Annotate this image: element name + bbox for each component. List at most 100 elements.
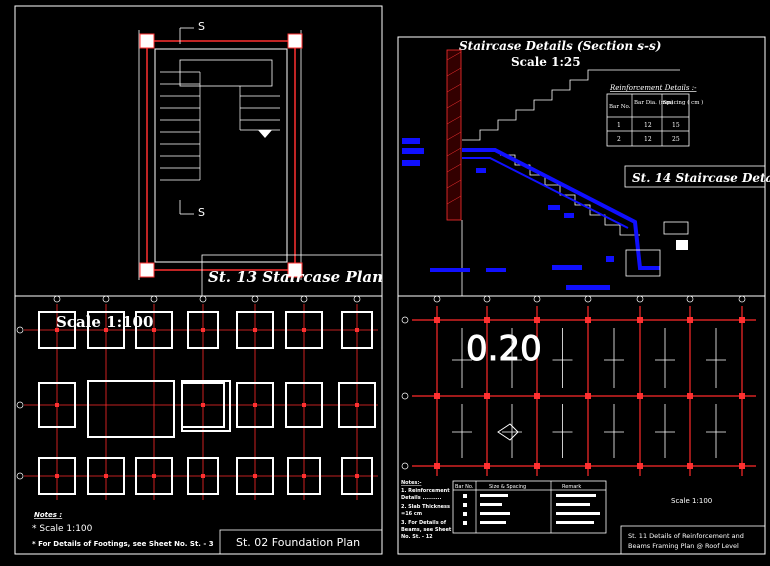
reinforcement-table: Bar No. Bar Dia. (mm) Spacing ( cm ) 1 1… (606, 93, 703, 147)
table-header-bar-no: Bar No. (609, 104, 631, 110)
column (484, 393, 490, 399)
column-stub (355, 328, 359, 332)
column-top-left (139, 33, 155, 49)
stair-treads (160, 71, 280, 181)
column (687, 393, 693, 399)
column-bottom-right (287, 262, 303, 278)
bar-schedule-table: Bar No. Size & Spacing Remark (452, 480, 607, 534)
framing-plan: 0.20 Notes:- 1. Reinforcement Details ..… (401, 295, 766, 555)
column (484, 317, 490, 323)
footing (187, 457, 219, 495)
footing (87, 311, 125, 349)
framing-note: 2. Slab Thickness (401, 504, 450, 510)
grid-bubble (353, 295, 361, 303)
footing (87, 457, 125, 495)
table-cell: 15 (672, 122, 680, 129)
schedule-header: Remark (562, 484, 581, 490)
framing-note: 3. For Details of (401, 520, 447, 526)
direction-arrow-icon (497, 423, 519, 441)
reinforcement-caption: Reinforcement Details :- (609, 84, 697, 92)
column-stub (302, 328, 306, 332)
footing (236, 311, 274, 349)
main-reinforcement-bar (462, 148, 660, 270)
framing-note: Beams, see Sheet (401, 527, 452, 533)
foundation-gridlines (24, 304, 378, 500)
plan-title-box (201, 254, 383, 297)
column (534, 463, 540, 469)
footing (338, 382, 376, 428)
column (585, 317, 591, 323)
foundation-note: * For Details of Footings, see Sheet No.… (32, 540, 214, 548)
section-mark-bottom: S (198, 206, 205, 219)
schedule-header: Bar No. (455, 484, 474, 490)
column-stub (201, 328, 205, 332)
upper-flight-steps (462, 69, 680, 141)
table-header-spacing: Spacing ( cm ) (663, 99, 703, 106)
column-bottom-left (139, 262, 155, 278)
table-cell: 12 (644, 136, 652, 143)
section-mark-top: S (198, 20, 205, 33)
column (434, 317, 440, 323)
column-stub (253, 474, 257, 478)
footing (38, 382, 76, 428)
column (739, 393, 745, 399)
footing (341, 457, 373, 495)
section-title: Staircase Details (Section s-s) (459, 39, 661, 53)
column-stub (302, 403, 306, 407)
framing-label-line1: St. 11 Details of Reinforcement and (628, 532, 744, 540)
foundation-plan: Scale 1:100 Notes : * Scale 1:100 * For … (16, 295, 383, 555)
foundation-notes-title: Notes : (34, 511, 62, 519)
framing-scale: Scale 1:100 (671, 497, 712, 505)
column-stub (152, 328, 156, 332)
column (637, 463, 643, 469)
wall-hatch-lines (446, 51, 462, 205)
stair-landing (179, 59, 273, 87)
column (739, 317, 745, 323)
footing (135, 311, 173, 349)
foundation-footings (38, 311, 376, 495)
foundation-label-box (219, 529, 383, 555)
column-stub (253, 403, 257, 407)
beam-hatch (676, 240, 688, 250)
details-label-box (624, 165, 766, 188)
grid-bubble (16, 472, 24, 480)
wall-hatch (446, 49, 462, 221)
grid-bubble (483, 295, 491, 303)
staircase-details-label: St. 14 Staircase Details (632, 171, 770, 185)
grid-bubble (686, 295, 694, 303)
footing (38, 311, 76, 349)
combined-footing (181, 380, 231, 432)
table-header-bar-dia: Bar Dia. (mm) (634, 99, 673, 106)
section-scale: Scale 1:25 (511, 55, 581, 69)
table-cell: 12 (644, 122, 652, 129)
schedule-row-fills (463, 494, 600, 525)
foundation-plan-label: St. 02 Foundation Plan (236, 536, 360, 549)
column (434, 463, 440, 469)
down-arrow-icon (258, 130, 272, 138)
framing-note: =16 cm (401, 511, 422, 517)
footing (236, 457, 274, 495)
footing (341, 311, 373, 349)
framing-grid (401, 295, 756, 476)
column (484, 463, 490, 469)
overlay-value: 0.20 (466, 329, 542, 369)
stair-footing (625, 249, 661, 277)
framing-label-line2: Beams Framing Plan @ Roof Level (628, 542, 739, 550)
column (585, 463, 591, 469)
column-top-right (287, 33, 303, 49)
framing-note: No. St. - 12 (401, 534, 433, 540)
column (687, 317, 693, 323)
grid-bubble (251, 295, 259, 303)
foundation-note: * Scale 1:100 (32, 524, 93, 534)
landing-beam (663, 221, 689, 235)
column-stub (253, 328, 257, 332)
bar-markers (402, 138, 614, 290)
section-cut-line (179, 27, 194, 215)
grid-bubble (16, 326, 24, 334)
table-cell: 25 (672, 136, 680, 143)
secondary-bar (462, 157, 629, 229)
combined-footing (87, 380, 175, 438)
column (637, 317, 643, 323)
footing (135, 457, 173, 495)
